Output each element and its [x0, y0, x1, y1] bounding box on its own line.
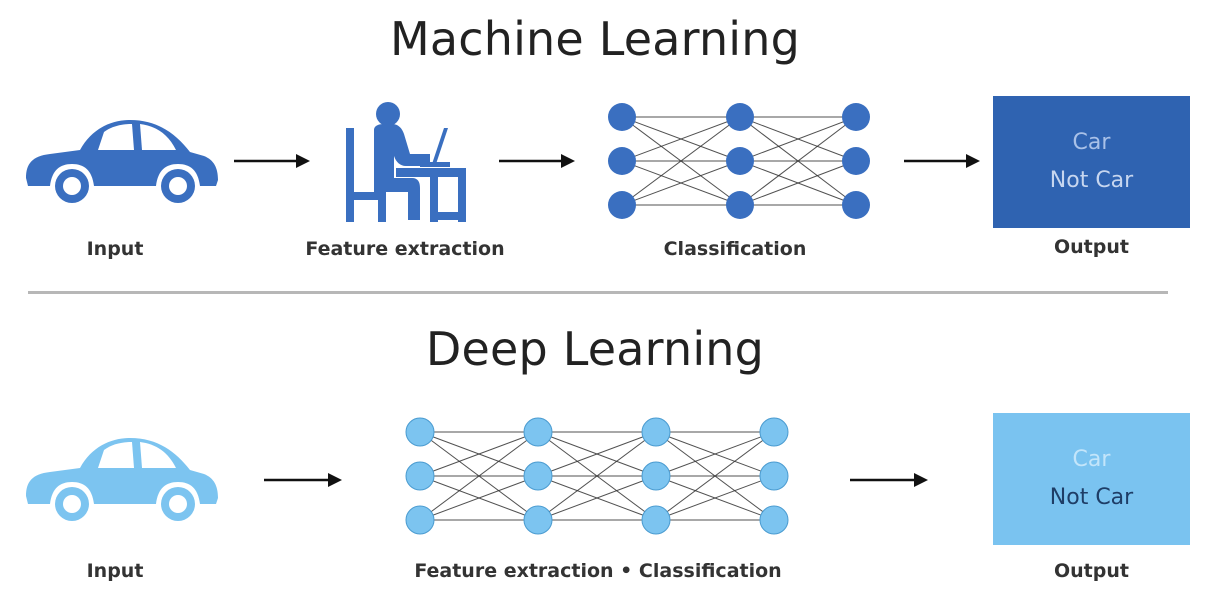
dl-output-box: Car Not Car [993, 413, 1190, 545]
dl-feature-extraction-classification-label: Feature extraction • Classification [414, 560, 782, 582]
person-at-computer-icon [346, 102, 466, 222]
ml-output-option-not-car: Not Car [1049, 168, 1134, 193]
dl-title: Deep Learning [425, 322, 765, 376]
dl-output-option-car: Car [1072, 447, 1111, 472]
section-divider [28, 291, 1168, 294]
arrow-right-icon [234, 154, 310, 168]
arrow-right-icon [264, 473, 342, 487]
ml-feature-extraction-label: Feature extraction [305, 238, 505, 260]
dl-output-label: Output [1054, 560, 1129, 582]
neural-network-icon [405, 417, 789, 535]
ml-classification-label: Classification [663, 238, 807, 260]
dl-input-label: Input [86, 560, 144, 582]
arrow-right-icon [499, 154, 575, 168]
car-icon [26, 438, 218, 521]
dl-output-option-not-car: Not Car [1049, 485, 1134, 510]
ml-title: Machine Learning [389, 12, 801, 66]
car-icon [26, 120, 218, 203]
arrow-right-icon [904, 154, 980, 168]
neural-network-icon [608, 103, 870, 219]
ml-output-option-car: Car [1072, 130, 1111, 155]
arrow-right-icon [850, 473, 928, 487]
ml-output-label: Output [1054, 236, 1129, 258]
ml-input-label: Input [86, 238, 144, 260]
ml-output-box: Car Not Car [993, 96, 1190, 228]
